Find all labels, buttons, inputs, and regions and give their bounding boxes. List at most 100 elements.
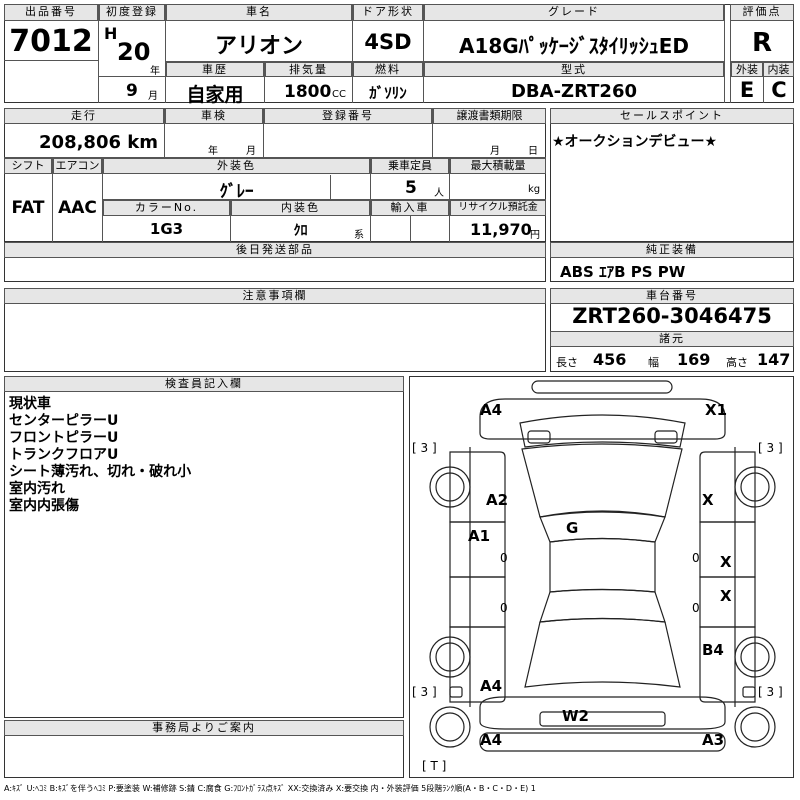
divider xyxy=(449,158,450,199)
exterior-grade-label: 外装 xyxy=(731,62,763,77)
divider xyxy=(730,4,731,103)
displacement-value: 1800 xyxy=(284,82,332,102)
color-no-value: 1G3 xyxy=(149,220,184,238)
zero-mark: 0 xyxy=(500,601,508,615)
zero-mark: 0 xyxy=(692,551,700,565)
grade-value: A18GﾊﾟｯｹｰｼﾞｽﾀｲﾘｯｼｭED xyxy=(459,34,689,58)
divider xyxy=(763,62,764,103)
max-load-unit: kg xyxy=(528,184,541,195)
displacement-unit: CC xyxy=(332,89,346,100)
chassis-label: 車台番号 xyxy=(550,288,794,304)
mark-hood-right: X xyxy=(702,491,714,509)
notes-label: 注意事項欄 xyxy=(4,288,546,304)
sales-point-text: ★オークションデビュー★ xyxy=(552,134,718,150)
door-label: ドア形状 xyxy=(353,4,423,21)
divider xyxy=(4,157,546,158)
mark-door-right-front: X xyxy=(720,553,732,571)
inspection-year-unit: 年 xyxy=(208,146,218,157)
lot-value: 7012 xyxy=(9,24,93,59)
first-reg-month: 9 xyxy=(126,81,138,101)
divider xyxy=(102,158,103,242)
tire-fl: [ 3 ] xyxy=(412,441,437,455)
inspector-lines: 現状車 センターピラーU フロントピラーU トランクフロアU シート薄汚れ、切れ… xyxy=(9,396,191,515)
aircon-label: エアコン xyxy=(53,158,102,174)
divider xyxy=(432,108,433,157)
divider xyxy=(4,60,98,61)
divider xyxy=(99,76,165,77)
exterior-grade-value: E xyxy=(739,78,755,102)
divider xyxy=(731,61,794,62)
divider xyxy=(352,62,353,103)
mark-rear-right: B4 xyxy=(702,641,724,659)
mark-front-right: X1 xyxy=(705,401,728,419)
year-unit: 年 xyxy=(150,66,160,77)
first-reg-era: H xyxy=(104,24,118,43)
color-no-label: カラーNo. xyxy=(103,200,230,216)
history-label: 車歴 xyxy=(166,62,264,77)
divider xyxy=(263,108,264,157)
capacity-unit: 人 xyxy=(434,188,444,199)
int-color-unit: 系 xyxy=(354,230,364,241)
month-unit: 月 xyxy=(148,91,158,102)
tire-rl: [ 3 ] xyxy=(412,685,437,699)
recycle-unit: 円 xyxy=(530,230,540,241)
mark-center: G xyxy=(566,519,579,537)
history-value: 自家用 xyxy=(186,84,244,106)
transfer-month-unit: 月 xyxy=(490,146,500,157)
divider xyxy=(230,200,231,242)
grade-label: グレード xyxy=(424,4,724,21)
mark-rear-left: A4 xyxy=(480,677,503,695)
capacity-value: 5 xyxy=(405,178,417,198)
mark-trunk: W2 xyxy=(562,707,589,725)
sales-point-label: セールスポイント xyxy=(550,108,794,124)
divider xyxy=(423,62,424,103)
shift-label: シフト xyxy=(4,158,52,174)
interior-grade-value: C xyxy=(771,78,787,102)
divider xyxy=(166,61,724,62)
shift-value: FAT xyxy=(11,198,45,218)
inspector-line: センターピラーU xyxy=(9,413,119,429)
spec-width-value: 169 xyxy=(677,350,711,369)
zero-mark: 0 xyxy=(500,551,508,565)
inspector-line: シート薄汚れ、切れ・破れ小 xyxy=(9,464,192,480)
int-color-value: ｸﾛ xyxy=(293,223,308,239)
mark-pillar-left: A1 xyxy=(468,527,491,545)
door-value: 4SD xyxy=(364,30,412,54)
office-label: 事務局よりご案内 xyxy=(4,720,404,736)
capacity-label: 乗車定員 xyxy=(371,158,449,174)
divider xyxy=(52,158,53,242)
car-outline xyxy=(429,380,776,752)
sales-point-box xyxy=(550,108,794,242)
inspector-box xyxy=(4,376,404,718)
later-parts-label: 後日発送部品 xyxy=(4,242,546,258)
spare-tire: [ T ] xyxy=(422,759,447,773)
rating-value: R xyxy=(751,28,773,58)
equipment-label: 純正装備 xyxy=(550,242,794,258)
mileage-label: 走行 xyxy=(4,108,164,124)
inspection-month-unit: 月 xyxy=(246,146,256,157)
spec-length-label: 長さ xyxy=(556,356,578,369)
spec-height-value: 147 xyxy=(757,350,791,369)
max-load-label: 最大積載量 xyxy=(450,158,546,174)
specs-label: 諸元 xyxy=(550,331,794,347)
spec-height-label: 高さ xyxy=(726,356,748,369)
car-name-value: アリオン xyxy=(214,34,303,59)
first-reg-label: 初度登録 xyxy=(99,4,165,21)
equipment-value: ABS ｴｱB PS PW xyxy=(560,263,686,281)
inspector-line: トランクフロアU xyxy=(9,447,119,463)
divider xyxy=(264,62,265,103)
fuel-value: ｶﾞｿﾘﾝ xyxy=(369,84,407,102)
import-label: 輸入車 xyxy=(371,200,449,216)
chassis-value: ZRT260-3046475 xyxy=(572,304,772,328)
spec-length-value: 456 xyxy=(593,350,627,369)
legend: A:ｷｽﾞ U:ﾍｺﾐ B:ｷｽﾞを伴うﾍｺﾐ P:要塗装 W:補修跡 S:錆 … xyxy=(4,784,536,793)
inspector-line: 室内汚れ xyxy=(9,481,65,497)
recycle-value: 11,970 xyxy=(470,220,532,239)
divider xyxy=(103,199,546,200)
divider xyxy=(164,108,165,157)
fuel-label: 燃料 xyxy=(353,62,423,77)
interior-grade-label: 内装 xyxy=(763,62,794,77)
car-diagram: A4 X1 [ 3 ] [ 3 ] A2 X G A1 0 0 0 0 X X … xyxy=(409,376,794,778)
first-reg-year: 20 xyxy=(117,38,151,66)
divider xyxy=(165,4,166,103)
